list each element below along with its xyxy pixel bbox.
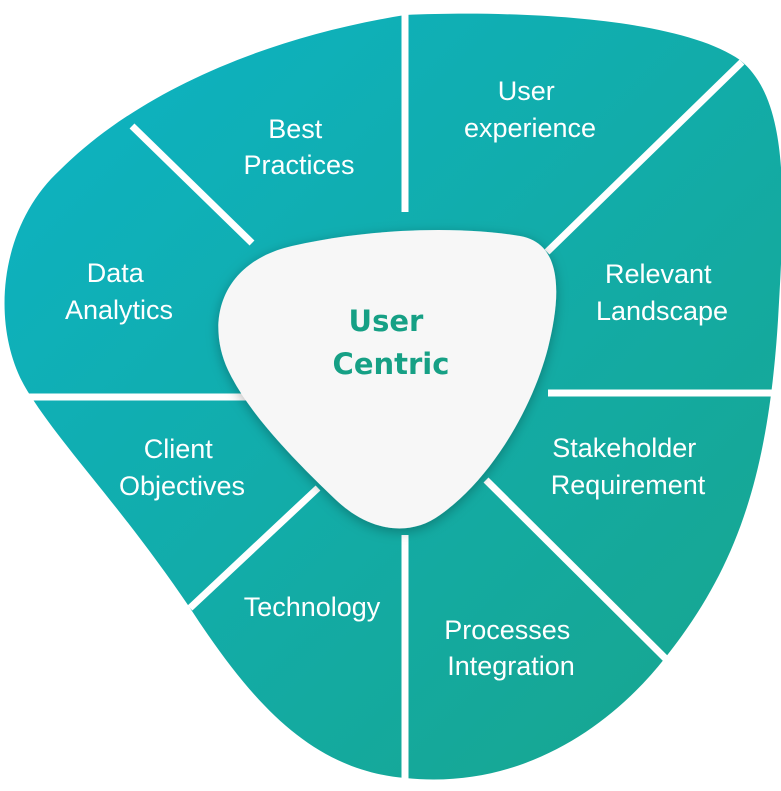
segment-technology: Technology: [244, 592, 381, 622]
segment-label-line2: Landscape: [596, 296, 728, 326]
segment-label-line1: Technology: [244, 592, 381, 622]
segment-label-line1: Relevant: [605, 259, 712, 289]
center-shape: [218, 230, 557, 529]
divider-top-left: [129, 123, 255, 246]
segment-label-line1: Stakeholder: [552, 433, 696, 463]
segment-label-line1: Client: [144, 434, 214, 464]
segment-label-line2: Objectives: [119, 471, 245, 501]
center-label: User Centric: [333, 304, 450, 381]
divider-bottom-left: [187, 485, 321, 611]
segment-relevant-landscape: Relevant Landscape: [596, 259, 728, 326]
segment-label-line1: User: [498, 76, 555, 106]
segment-stakeholder-requirement: Stakeholder Requirement: [551, 433, 706, 500]
segment-label-line2: experience: [464, 113, 596, 143]
segment-label-line1: Processes: [444, 615, 570, 645]
segment-dividers: [25, 10, 781, 791]
segment-labels: Best Practices User experience Relevant …: [65, 76, 728, 681]
segment-data-analytics: Data Analytics: [65, 258, 173, 325]
divider-top-right: [544, 59, 745, 255]
center-label-line1: User: [349, 304, 424, 338]
segment-processes-integration: Processes Integration: [444, 615, 578, 681]
segment-label-line1: Best: [268, 114, 323, 144]
segment-label-line2: Requirement: [551, 470, 706, 500]
center-label-line2: Centric: [333, 347, 450, 381]
segment-label-line2: Practices: [243, 150, 354, 180]
segment-best-practices: Best Practices: [243, 114, 354, 180]
segment-client-objectives: Client Objectives: [119, 434, 245, 501]
divider-bottom-right: [483, 477, 670, 663]
segment-label-line2: Analytics: [65, 295, 173, 325]
segment-label-line1: Data: [87, 258, 145, 288]
segment-label-line2: Integration: [447, 651, 575, 681]
segment-user-experience: User experience: [464, 76, 596, 143]
